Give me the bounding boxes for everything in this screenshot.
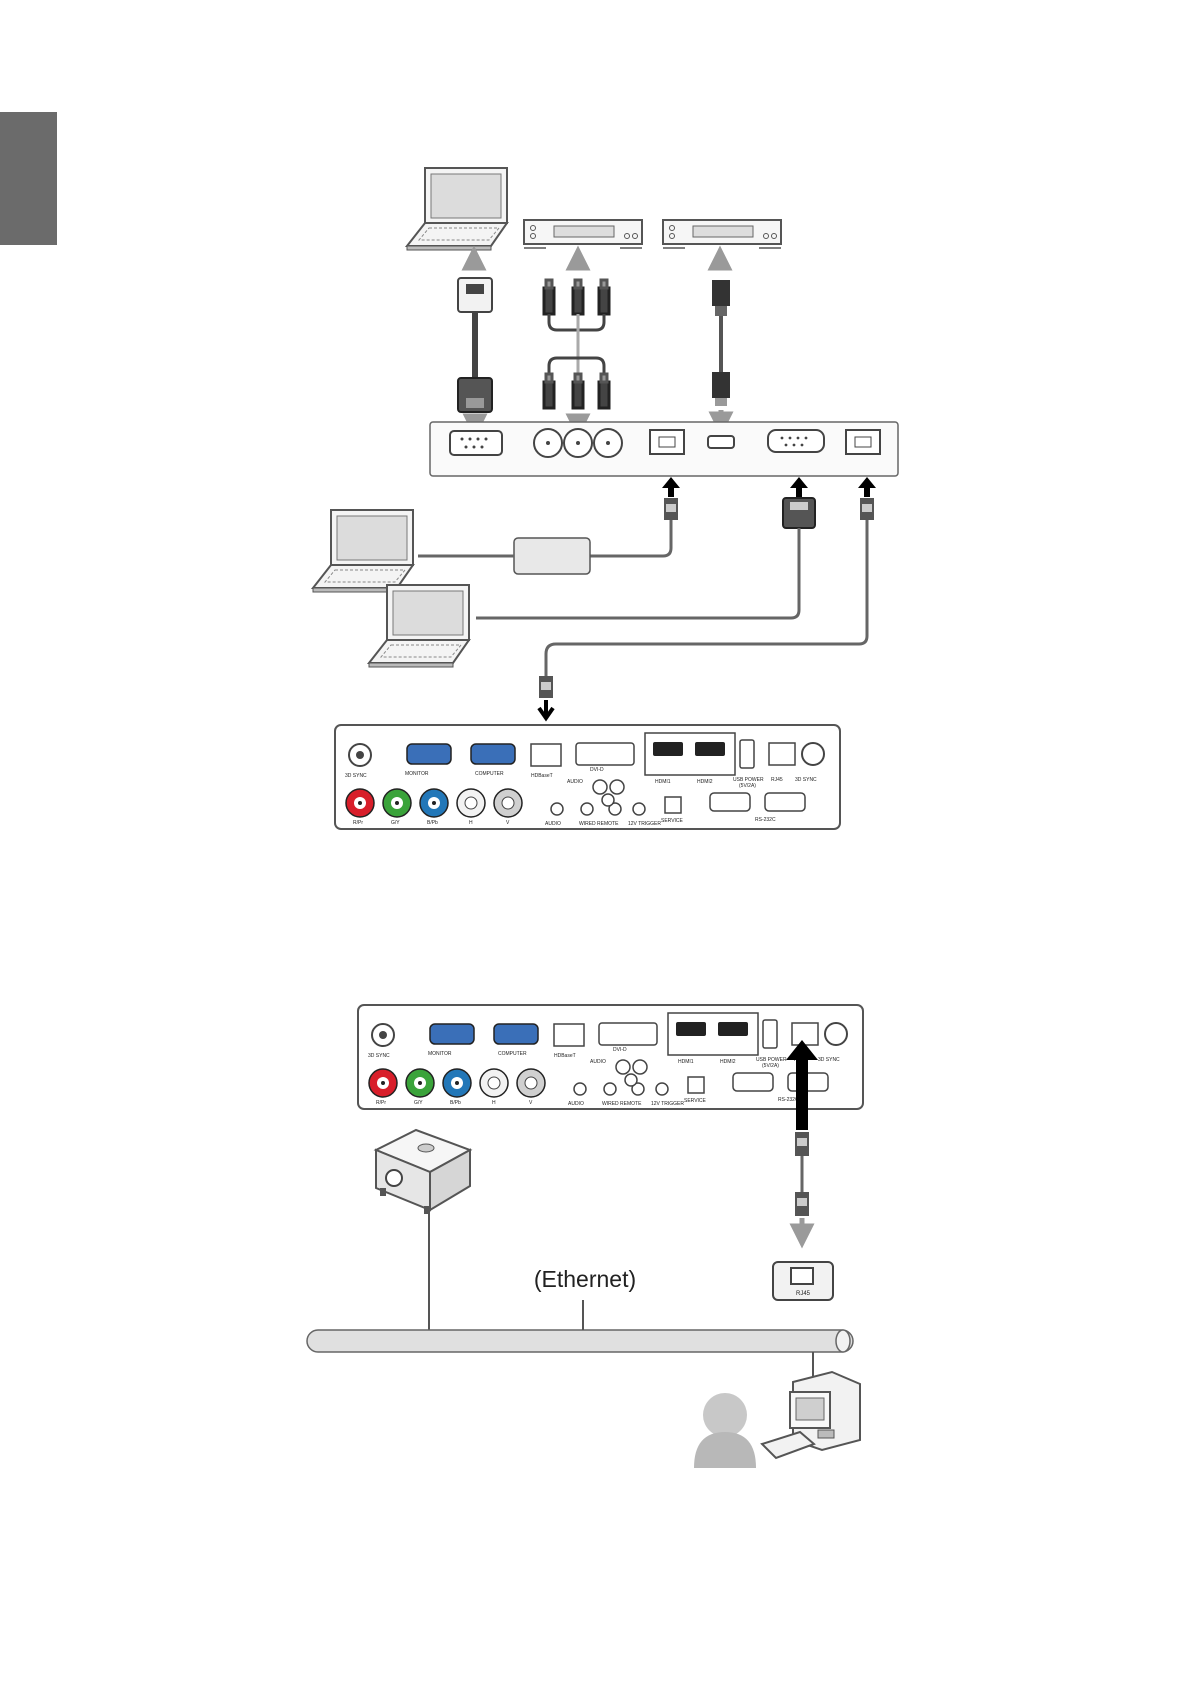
svg-text:COMPUTER: COMPUTER [475, 771, 504, 777]
svg-text:AUDIO: AUDIO [567, 779, 583, 785]
rj45-jack: RJ45 [772, 1261, 834, 1301]
svg-text:HDMI2: HDMI2 [720, 1059, 736, 1065]
svg-text:3D SYNC: 3D SYNC [345, 773, 367, 779]
svg-text:AUDIO: AUDIO [590, 1059, 606, 1065]
svg-text:HDMI2: HDMI2 [697, 779, 713, 785]
svg-text:RS-232C: RS-232C [778, 1097, 799, 1103]
rs232-cable-icon [476, 497, 816, 620]
svg-text:12V TRIGGER: 12V TRIGGER [628, 821, 661, 827]
desktop-computer-icon [760, 1370, 861, 1460]
svg-text:H: H [492, 1100, 496, 1106]
svg-text:WIRED REMOTE: WIRED REMOTE [602, 1101, 642, 1107]
svg-text:AUDIO: AUDIO [568, 1101, 584, 1107]
svg-text:SERVICE: SERVICE [661, 818, 684, 824]
svg-text:R/Pr: R/Pr [376, 1100, 386, 1106]
svg-text:B/Pb: B/Pb [450, 1100, 461, 1106]
svg-text:RS-232C: RS-232C [755, 817, 776, 823]
av-device-icon [523, 219, 643, 249]
svg-text:V: V [529, 1100, 533, 1106]
svg-text:HDBaseT: HDBaseT [531, 773, 553, 779]
ethernet-label: (Ethernet) [534, 1266, 636, 1292]
hdmi-cable-icon [712, 280, 730, 406]
svg-text:AUDIO: AUDIO [545, 821, 561, 827]
lan-cable-icon [418, 498, 678, 575]
vga-cable-icon [457, 277, 493, 413]
projector-rear-panel: 3D SYNC MONITOR COMPUTER HDBaseT DVI-D H… [357, 1004, 864, 1110]
svg-text:DVI-D: DVI-D [613, 1047, 627, 1053]
svg-text:12V TRIGGER: 12V TRIGGER [651, 1101, 684, 1107]
svg-text:(5V/2A): (5V/2A) [762, 1063, 779, 1069]
svg-text:HDBaseT: HDBaseT [554, 1053, 576, 1059]
svg-text:B/Pb: B/Pb [427, 820, 438, 826]
av-device-icon [662, 219, 782, 249]
svg-text:G/Y: G/Y [414, 1100, 423, 1106]
projector-rear-panel: 3D SYNC MONITOR COMPUTER HDBaseT DVI-D H… [334, 724, 841, 830]
svg-text:3D SYNC: 3D SYNC [818, 1057, 840, 1063]
svg-text:H: H [469, 820, 473, 826]
svg-text:V: V [506, 820, 510, 826]
switcher-box [429, 421, 899, 477]
svg-text:3D SYNC: 3D SYNC [368, 1053, 390, 1059]
user-icon [694, 1393, 756, 1468]
adapter-box [513, 537, 591, 575]
up-arrow-icon [786, 1040, 818, 1130]
svg-text:USB POWER: USB POWER [756, 1057, 787, 1063]
laptop-icon [312, 509, 414, 593]
laptop-icon [406, 167, 508, 251]
svg-text:COMPUTER: COMPUTER [498, 1051, 527, 1057]
svg-text:MONITOR: MONITOR [428, 1051, 452, 1057]
svg-text:RJ45: RJ45 [796, 1291, 811, 1297]
lan-cable-icon [537, 498, 874, 722]
svg-text:HDMI1: HDMI1 [655, 779, 671, 785]
svg-text:RJ45: RJ45 [771, 777, 783, 783]
up-arrow-icon [461, 245, 733, 271]
ethernet-bus [306, 1329, 854, 1353]
component-cable-icon [542, 278, 611, 410]
svg-text:USB POWER: USB POWER [733, 777, 764, 783]
projector-icon [373, 1128, 473, 1214]
svg-text:HDMI1: HDMI1 [678, 1059, 694, 1065]
svg-text:3D SYNC: 3D SYNC [795, 777, 817, 783]
svg-text:SERVICE: SERVICE [684, 1098, 707, 1104]
svg-text:WIRED REMOTE: WIRED REMOTE [579, 821, 619, 827]
svg-text:MONITOR: MONITOR [405, 771, 429, 777]
laptop-icon [368, 584, 470, 668]
svg-text:G/Y: G/Y [391, 820, 400, 826]
lan-cable-icon [789, 1132, 815, 1249]
svg-text:R/Pr: R/Pr [353, 820, 363, 826]
svg-text:DVI-D: DVI-D [590, 767, 604, 773]
chapter-tab [0, 112, 57, 245]
svg-text:(5V/2A): (5V/2A) [739, 783, 756, 789]
